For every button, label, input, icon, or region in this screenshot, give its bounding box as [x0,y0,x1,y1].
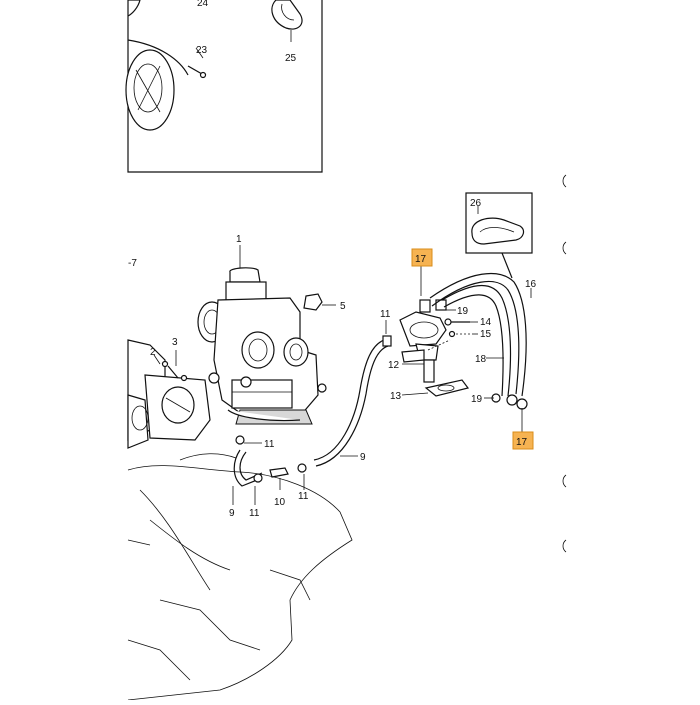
engine-block [127,453,353,701]
callout-9-a: 9 [229,508,235,519]
callout-10: 10 [274,497,286,508]
callout-labels: 24 23 25 26 1 5 -7 2 3 11 9 11 10 11 9 1… [128,0,537,519]
callout-9-b: 9 [360,452,366,463]
callout-12: 12 [388,360,400,371]
callout-19-top: 19 [457,306,469,317]
callout-15: 15 [480,329,492,340]
carburetor [197,267,327,425]
callout-24: 24 [197,0,209,9]
intake-manifold [127,339,211,449]
callout-23: 23 [196,45,208,56]
callout-14: 14 [480,317,492,328]
clip-detail-box [465,192,533,279]
callout-1: 1 [236,234,242,245]
callout-5: 5 [340,301,346,312]
callout-11-a: 11 [264,439,275,450]
callout-25: 25 [285,53,297,64]
callout-11-d: 11 [380,309,391,320]
callout-2: 2 [150,347,156,358]
inset-detail-box [125,0,323,173]
callout-17-bottom: 17 [516,437,528,448]
leader-lines [153,30,532,505]
callout-19-bottom: 19 [471,394,483,405]
callout-26: 26 [470,198,482,209]
highlight-17-bottom [512,431,534,450]
callout-11-c: 11 [298,491,309,502]
margin-marks [562,174,567,553]
callout-16: 16 [525,279,537,290]
callout-13: 13 [390,391,402,402]
fuel-hoses-left [233,335,392,487]
callout-3: 3 [172,337,178,348]
callout-11-b: 11 [249,508,260,519]
fuel-pump [399,299,472,397]
callout-18: 18 [475,354,487,365]
highlight-17-top [411,248,433,267]
callout-7: -7 [128,258,137,269]
callout-17-top: 17 [415,254,427,265]
